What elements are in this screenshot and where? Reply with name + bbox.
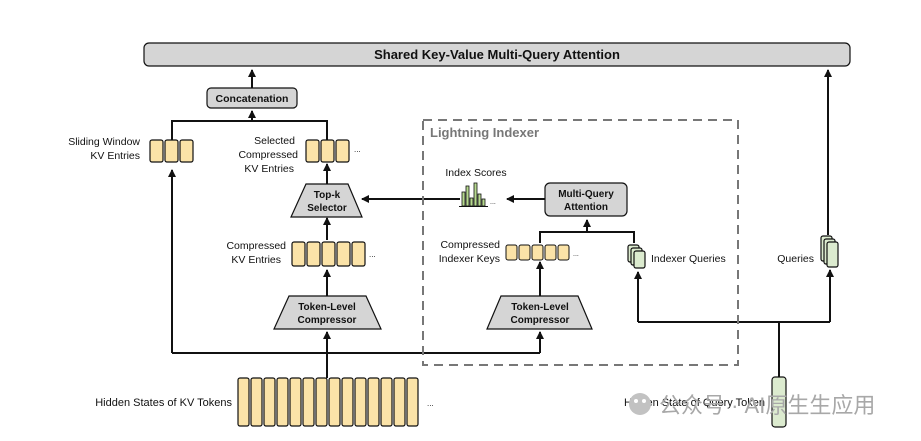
shared-kv-mqa-label: Shared Key-Value Multi-Query Attention: [374, 47, 620, 62]
topk-selector-line2: Selector: [307, 203, 347, 214]
hidden-query-token: [771, 376, 787, 428]
hidden-kv-tokens: [237, 377, 419, 427]
connectors: [168, 69, 834, 378]
queries-stack: [820, 235, 839, 268]
shared-kv-mqa-bar: [143, 42, 851, 67]
token-compressor-left-line1: Token-Level: [298, 302, 356, 313]
selected-label-line3: KV Entries: [244, 163, 294, 175]
token-compressor-indexer-line2: Compressor: [511, 315, 570, 326]
sliding-window-label-line2: KV Entries: [90, 150, 140, 162]
compressed-kv-ellipsis: ...: [369, 250, 376, 259]
indexer-queries-label: Indexer Queries: [651, 253, 726, 265]
queries-label: Queries: [777, 253, 814, 265]
index-scores-ellipsis: ...: [490, 199, 496, 206]
indexer-queries-stack: [627, 244, 646, 269]
hidden-kv-ellipsis: ...: [427, 399, 434, 408]
watermark-text: 公众号 · AI原生生应用: [659, 393, 875, 418]
token-compressor-indexer: [486, 295, 593, 330]
concatenation-box: [206, 87, 298, 109]
selected-label-line1: Selected: [254, 135, 295, 147]
indexer-keys: [505, 244, 570, 261]
indexer-keys-label-line2: Indexer Keys: [439, 253, 500, 265]
watermark: 公众号 · AI原生生应用: [629, 393, 875, 418]
compressed-kv-entries: [291, 241, 366, 267]
selected-label-line2: Compressed: [238, 149, 298, 161]
token-compressor-indexer-line1: Token-Level: [511, 302, 569, 313]
topk-selector-trapezoid: [290, 183, 363, 218]
selected-ellipsis: ...: [354, 145, 361, 154]
mqa-line2: Attention: [564, 202, 608, 213]
mqa-box: [544, 182, 628, 217]
selected-compressed-kv-entries: [305, 139, 350, 163]
index-scores-label: Index Scores: [445, 167, 506, 179]
lightning-indexer-region: [422, 119, 739, 366]
lightning-indexer-title: Lightning Indexer: [430, 125, 539, 140]
hidden-query-label: Hidden State of Query Token: [624, 397, 765, 409]
sliding-window-label-line1: Sliding Window: [68, 136, 140, 148]
hidden-kv-label: Hidden States of KV Tokens: [95, 397, 232, 409]
indexer-keys-ellipsis: ...: [573, 251, 579, 258]
compressed-kv-label-line2: KV Entries: [231, 254, 281, 266]
token-compressor-left-line2: Compressor: [298, 315, 357, 326]
topk-selector-line1: Top-k: [314, 190, 341, 201]
indexer-keys-label-line1: Compressed: [440, 239, 500, 251]
token-compressor-left: [273, 295, 382, 330]
sliding-window-kv-entries: [149, 139, 194, 163]
mqa-line1: Multi-Query: [558, 189, 614, 200]
concatenation-label: Concatenation: [216, 93, 289, 105]
compressed-kv-label-line1: Compressed: [226, 240, 286, 252]
index-scores-bars: [461, 182, 486, 207]
wechat-icon: [629, 393, 651, 415]
